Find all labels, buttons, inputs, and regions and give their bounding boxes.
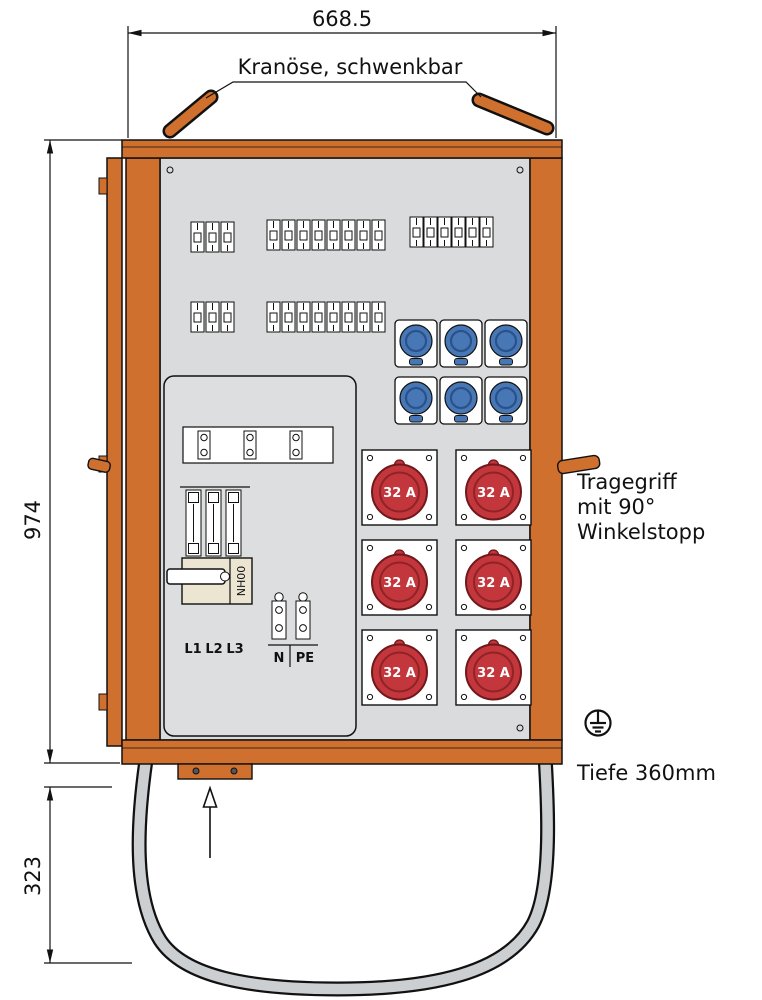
dimension-height: 974 <box>21 139 122 764</box>
carrying-handle <box>556 454 601 475</box>
cee-socket-blue <box>438 375 484 426</box>
panel-screw <box>516 166 524 174</box>
crane-label: Kranöse, schwenkbar <box>238 55 463 79</box>
pe-label: PE <box>296 651 314 666</box>
socket-32a-label: 32 A <box>477 486 510 501</box>
switchgear-panel: NH00 L1 L2 L3 N PE <box>163 375 357 737</box>
phase-l2-label: L2 <box>205 642 222 657</box>
door-edge-strip <box>106 157 123 747</box>
mcb-group-row1-a <box>190 221 235 253</box>
handle-label-line1: Tragegriff <box>576 470 677 494</box>
bottom-bracket <box>177 763 253 780</box>
phase-l3-label: L3 <box>226 642 243 657</box>
panel-screw <box>516 724 524 732</box>
cee-socket-blue <box>393 375 439 426</box>
hinge-knuckle <box>98 693 108 711</box>
crane-eye-annotation: Kranöse, schwenkbar <box>205 55 482 99</box>
cee-socket-blue <box>393 318 439 369</box>
cee-socket-blue <box>483 318 529 369</box>
handle-label-line3: Winkelstopp <box>577 520 705 544</box>
mcb-group-row1-c <box>409 216 494 248</box>
cee-socket-red-group: 32 A 32 A 32 A 32 A 32 A 32 A <box>361 449 532 706</box>
handle-label-line2: mit 90° <box>577 495 655 519</box>
handle-annotation: Tragegriff mit 90° Winkelstopp <box>576 470 705 544</box>
left-frame-strip <box>125 157 161 741</box>
stand-tube <box>131 732 556 997</box>
bottom-rail <box>121 739 563 765</box>
socket-32a-label: 32 A <box>383 576 416 591</box>
hinge-pin <box>87 457 111 473</box>
socket-32a-label: 32 A <box>383 666 416 681</box>
nh00-switch: NH00 <box>166 557 253 605</box>
nh00-label: NH00 <box>235 566 248 597</box>
dimension-stand: 323 <box>21 786 132 964</box>
crane-eyes <box>162 89 555 139</box>
cee-socket-blue <box>483 375 529 426</box>
right-frame-strip <box>529 157 563 741</box>
socket-32a-label: 32 A <box>383 486 416 501</box>
panel-screw <box>166 166 174 174</box>
neutral-label: N <box>274 651 285 666</box>
dim-height-label: 974 <box>21 500 45 540</box>
dim-stand-label: 323 <box>21 856 45 896</box>
dim-width-label: 668.5 <box>312 7 372 31</box>
terminal-block: N PE <box>268 592 318 667</box>
phase-l1-label: L1 <box>184 642 201 657</box>
socket-32a-label: 32 A <box>477 666 510 681</box>
switch-handle <box>166 568 226 585</box>
nh00-fuse-links <box>185 489 242 557</box>
mcb-group-row2-a <box>190 301 235 333</box>
depth-label: Tiefe 360mm <box>576 761 716 785</box>
dimension-width: 668.5 <box>127 7 557 138</box>
socket-32a-label: 32 A <box>477 576 510 591</box>
hinge-knuckle <box>98 177 108 195</box>
cee-socket-blue <box>438 318 484 369</box>
cable-entry-arrow <box>202 785 218 858</box>
earth-symbol <box>584 709 612 737</box>
top-rail <box>121 139 563 159</box>
